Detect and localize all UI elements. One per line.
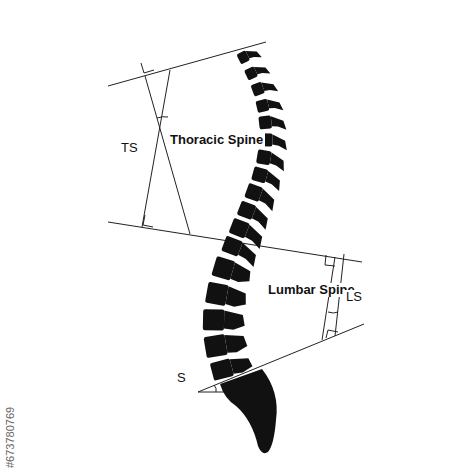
vertebral-body <box>256 149 272 165</box>
vertebra <box>236 45 261 67</box>
spinous-process <box>224 332 248 354</box>
vertebral-body <box>258 115 272 129</box>
spinous-process <box>264 171 284 191</box>
angle-label: LS <box>344 290 364 304</box>
spinous-process <box>269 153 287 172</box>
spinous-process <box>254 62 270 79</box>
right-angle-mark <box>143 215 153 227</box>
vertebra <box>211 256 253 286</box>
perpendicular-line <box>145 76 190 234</box>
angle-label: TS <box>119 141 140 155</box>
spinous-process <box>272 135 287 151</box>
spinous-process <box>271 115 287 132</box>
sacral-endplate-line <box>198 324 364 392</box>
angle-label: S <box>175 371 188 385</box>
vertebra <box>244 61 270 83</box>
spinous-process <box>246 46 262 63</box>
spine-silhouette <box>203 45 288 381</box>
vertebra <box>204 331 249 359</box>
perpendicular-line <box>322 257 335 340</box>
spinous-process <box>267 97 283 114</box>
vertebral-body <box>203 309 224 330</box>
angle-arc <box>157 117 168 118</box>
spinous-process <box>230 354 254 375</box>
right-angle-mark <box>141 63 154 73</box>
right-angle-mark <box>326 330 338 338</box>
spinous-process <box>257 189 278 211</box>
vertebral-body <box>205 282 229 306</box>
angle-lines <box>108 42 364 392</box>
vertebral-body <box>204 334 228 358</box>
vertebra <box>205 282 249 310</box>
region-label: Thoracic Spine <box>168 133 265 147</box>
angle-arc <box>214 385 216 392</box>
perpendicular-line <box>142 70 170 227</box>
spinous-process <box>225 286 248 308</box>
right-angle-mark <box>325 255 335 266</box>
watermark: #673780769 <box>4 405 16 470</box>
spinous-process <box>230 262 253 285</box>
vertebra <box>255 96 283 116</box>
vertebra <box>258 114 286 133</box>
vertebra <box>250 77 278 99</box>
spinous-process <box>236 243 260 267</box>
spinous-process <box>224 311 245 330</box>
spinous-process <box>250 207 272 230</box>
spinous-process <box>243 225 267 249</box>
sacrum-coccyx <box>220 369 277 453</box>
spinous-process <box>261 78 278 96</box>
angle-arc <box>328 312 338 313</box>
upper-endplate-line <box>108 42 266 86</box>
vertebra <box>203 309 245 331</box>
